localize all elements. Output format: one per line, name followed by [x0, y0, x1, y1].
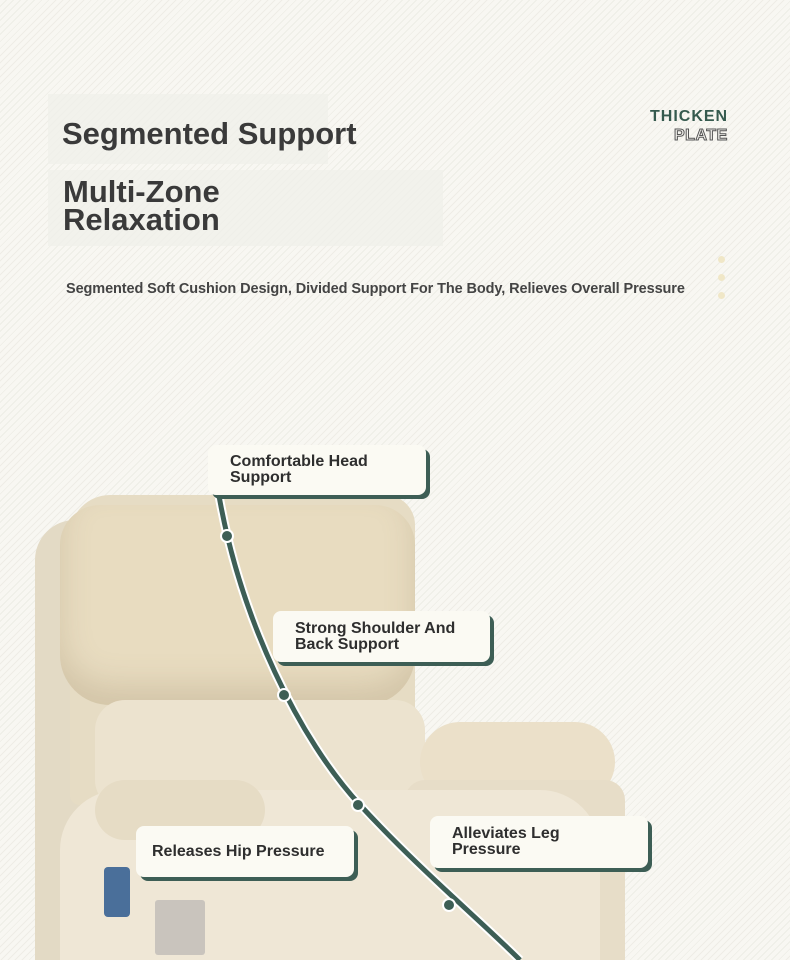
callout-head: Comfortable Head Support: [208, 445, 426, 495]
callout-shoulder: Strong Shoulder And Back Support: [273, 611, 490, 662]
callout-leg: Alleviates Leg Pressure: [430, 816, 648, 868]
decor-dot: [718, 256, 725, 263]
page-subtitle: Multi-Zone Relaxation: [63, 174, 220, 237]
subtitle-panel: [48, 170, 443, 246]
description: Segmented Soft Cushion Design, Divided S…: [66, 281, 685, 297]
badge-line1: THICKEN: [650, 108, 729, 125]
callout-hip: Releases Hip Pressure: [136, 826, 354, 877]
callout-label: Releases Hip Pressure: [152, 842, 325, 860]
support-point: [442, 898, 456, 912]
callout-label: Alleviates Leg Pressure: [452, 825, 560, 858]
support-point: [220, 529, 234, 543]
support-point: [277, 688, 291, 702]
support-point: [351, 798, 365, 812]
phone-in-pocket: [104, 867, 130, 917]
callout-label: Comfortable Head Support: [230, 453, 368, 486]
badge-line2: PLATE: [674, 127, 728, 145]
callout-label: Strong Shoulder And Back Support: [295, 619, 456, 653]
decor-dot: [718, 292, 725, 299]
decor-dot: [718, 274, 725, 281]
magazine-in-pocket: [155, 900, 205, 955]
title-panel: [48, 94, 328, 164]
page-title: Segmented Support: [62, 116, 357, 151]
